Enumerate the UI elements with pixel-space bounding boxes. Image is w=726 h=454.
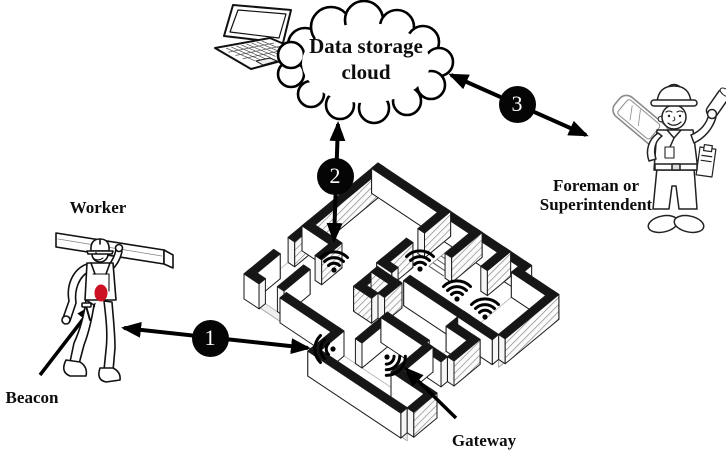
- building-floorplan: [243, 162, 560, 442]
- cloud-label: Data storage cloud: [291, 33, 441, 85]
- beacon-label: Beacon: [5, 388, 59, 407]
- beacon-dot: [94, 284, 108, 302]
- cloud-label-line2: cloud: [341, 60, 391, 84]
- gateway-label: Gateway: [451, 431, 517, 450]
- step-badge-1: 1: [191, 319, 229, 357]
- smartphone-icon: [612, 94, 670, 148]
- worker-figure: [55, 232, 174, 383]
- foreman-label-line2: Superintendent: [539, 195, 653, 214]
- foreman-label: Foreman or Superintendent: [540, 176, 652, 214]
- foreman-label-line1: Foreman or: [552, 176, 640, 195]
- data-storage-cloud-shape: [276, 0, 455, 125]
- gateway-pointer-arrow: [403, 366, 458, 420]
- cloud-label-line1: Data storage: [309, 34, 423, 58]
- step-badge-3: 3: [498, 85, 536, 123]
- foreman-figure: [646, 83, 726, 234]
- step-badge-2: 2: [316, 157, 354, 195]
- worker-label: Worker: [69, 198, 127, 217]
